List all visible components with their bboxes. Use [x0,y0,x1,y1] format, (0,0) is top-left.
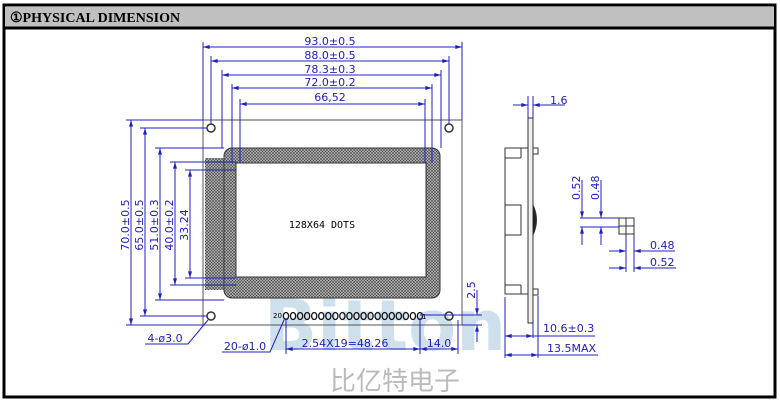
display-label: 128X64 DOTS [289,220,355,231]
pixel-height-048: 0.48 [589,176,602,201]
pin-offset: 14.0 [427,337,452,350]
pin-hole [317,311,325,321]
dim-height-33: 33.24 [178,209,191,241]
pin-hole [367,311,374,321]
dim-width-78: 78.3±0.3 [304,63,355,76]
watermark-cn: 比亿特电子 [330,367,460,397]
header-bar [5,7,774,27]
pin-hole [346,311,353,321]
dim-height-40: 40.0±0.2 [163,199,176,250]
pixel-detail [580,180,676,272]
dim-width-88: 88.0±0.5 [304,49,355,62]
pin-last-label: 1 [422,313,426,321]
pin-hole [374,311,381,321]
pins-note: 20-ø1.0 [224,340,266,353]
dim-width-72: 72.0±0.2 [304,76,355,89]
display-window [235,162,427,278]
section-title: ①PHYSICAL DIMENSION [10,11,180,26]
side-view [504,96,598,358]
sheet-frame [2,3,777,399]
pin-hole [381,311,388,321]
dim-width-66: 66,52 [314,91,346,104]
pin-hole [395,311,403,321]
pin-hole [353,311,360,321]
max-thickness: 13.5MAX [547,342,597,355]
pin-hole [289,311,297,321]
pin-first-label: 20 [273,312,282,320]
front-view: 128X64 DOTS 20 1 [202,119,463,326]
pixel-height-052: 0.52 [570,176,583,201]
pin-hole [388,311,395,321]
pixel-width-052: 0.52 [650,256,675,269]
dim-height-70: 70.0±0.5 [119,199,132,250]
pin-hole [303,311,311,321]
pixel-width-048: 0.48 [650,239,675,252]
pin-pitch: 2.54X19=48.26 [302,337,389,350]
pin-hole [409,311,417,321]
watermark-brand: Bitton [264,285,506,367]
dimension-lines [126,42,482,354]
pin-edge: 2.5 [465,281,478,299]
pin-hole [339,311,346,321]
pin-hole [402,311,410,321]
module-thickness: 10.6±0.3 [543,322,594,335]
pin-hole [360,311,367,321]
pin-hole [325,311,332,321]
pin-hole [332,311,339,321]
pin-hole [310,311,318,321]
holes-note: 4-ø3.0 [147,332,182,345]
pin-hole [296,311,304,321]
dim-height-65: 65.0±0.5 [133,199,146,250]
board-thickness: 1.6 [550,94,568,107]
dim-width-93: 93.0±0.5 [304,35,355,48]
dim-height-51: 51.0±0.3 [148,199,161,250]
pcb-outline [202,119,463,326]
